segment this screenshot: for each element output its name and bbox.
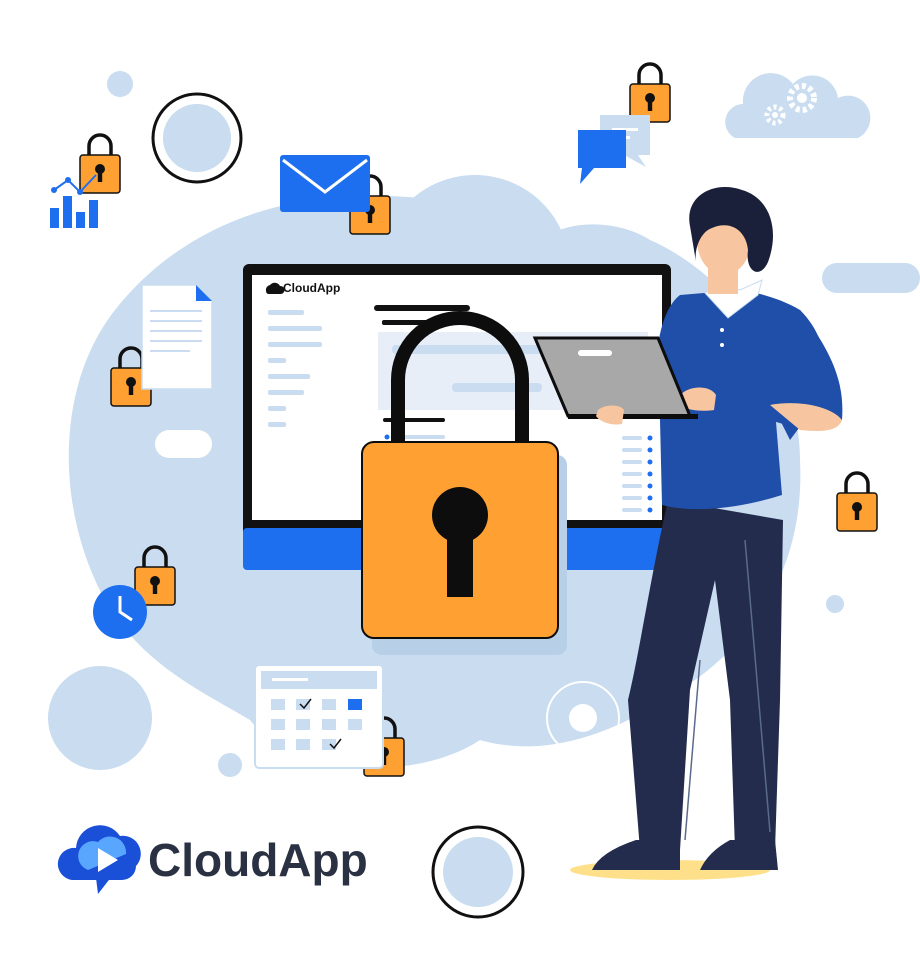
padlock-icon: [628, 62, 672, 124]
decorative-shapes: [48, 71, 920, 919]
bar-chart-icon: [50, 174, 98, 228]
envelope-icon: [280, 155, 370, 212]
document-icon: [141, 284, 213, 390]
padlock-icon: [835, 471, 879, 533]
person-figure: [570, 187, 843, 880]
clock-icon: [93, 585, 147, 639]
cloudapp-logo-icon: [57, 825, 141, 894]
laptop-icon: [532, 336, 698, 425]
chat-bubbles-icon: [578, 115, 650, 184]
cloud-gear-icon: [725, 73, 871, 138]
cloudapp-logo: CloudApp: [57, 825, 368, 894]
calendar-icon: [254, 664, 384, 769]
cloudapp-wordmark: CloudApp: [148, 834, 368, 886]
screen-brand-label: CloudApp: [283, 281, 340, 295]
big-padlock-icon: [361, 311, 567, 655]
screen-brand: CloudApp: [265, 281, 340, 295]
screen-list: [622, 435, 653, 513]
screen-sidebar: [268, 310, 322, 427]
